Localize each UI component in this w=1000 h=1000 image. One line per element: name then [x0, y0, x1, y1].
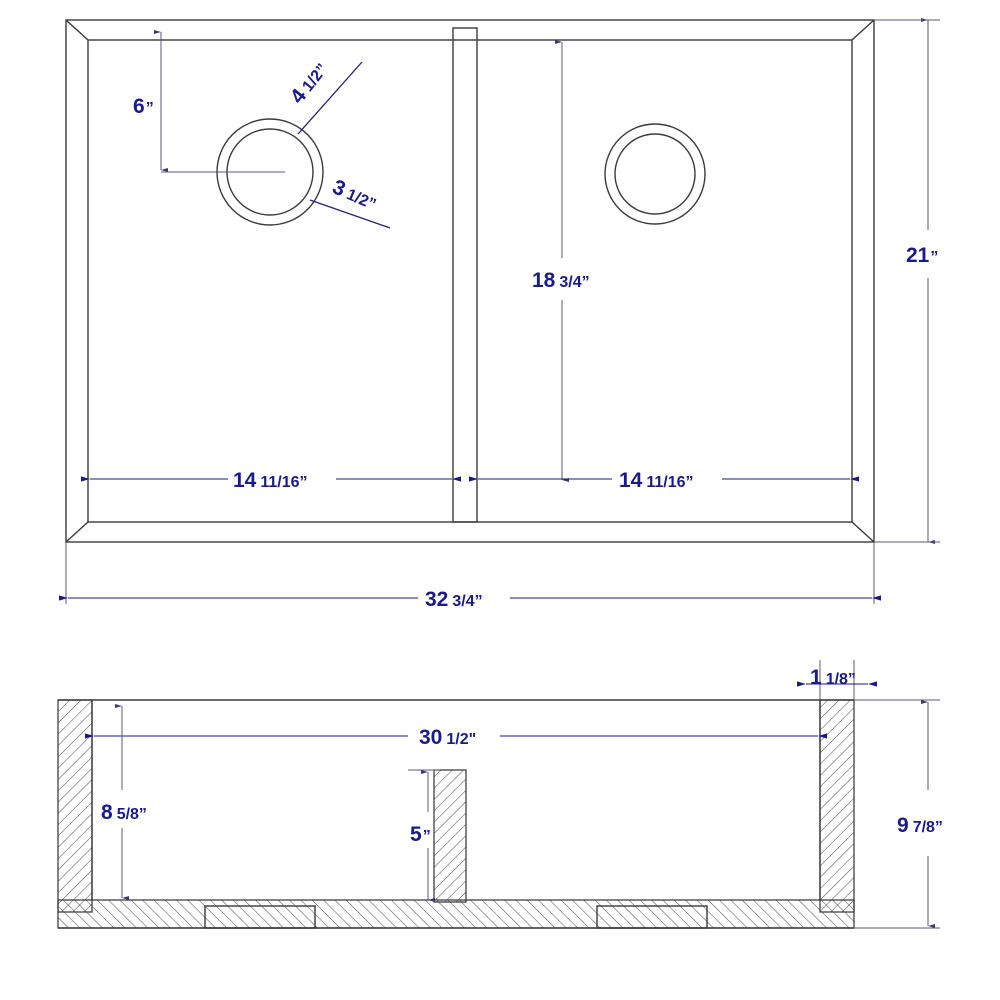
mitre-bottom-right — [851, 521, 875, 543]
dim-label-6in: 6” — [133, 95, 154, 118]
section-view-group — [57, 660, 940, 929]
mitre-top-left — [65, 19, 89, 41]
mitre-bottom-left — [65, 521, 89, 543]
right-drain-inner-ring — [614, 133, 696, 215]
dim-label-4-5in: 41/2” — [286, 58, 332, 108]
dim-label-4-5in-group: 41/2” — [286, 58, 332, 108]
section-base-slab — [57, 899, 855, 929]
sink-inner-basin — [87, 39, 853, 523]
top-view-group — [59, 18, 940, 604]
section-right-wall — [819, 699, 855, 913]
leader-3-5-inch — [309, 199, 391, 229]
section-left-wall — [57, 699, 93, 913]
right-drain-outer-ring — [604, 123, 706, 225]
leader-4-5-inch — [297, 61, 363, 135]
center-divider-bar — [452, 27, 478, 523]
dim-label-divider-height: 5” — [410, 823, 431, 846]
dim-label-21in: 21” — [906, 244, 938, 267]
sink-outer-rim — [65, 19, 875, 543]
mitre-top-right — [851, 19, 875, 41]
section-center-divider — [433, 769, 467, 903]
